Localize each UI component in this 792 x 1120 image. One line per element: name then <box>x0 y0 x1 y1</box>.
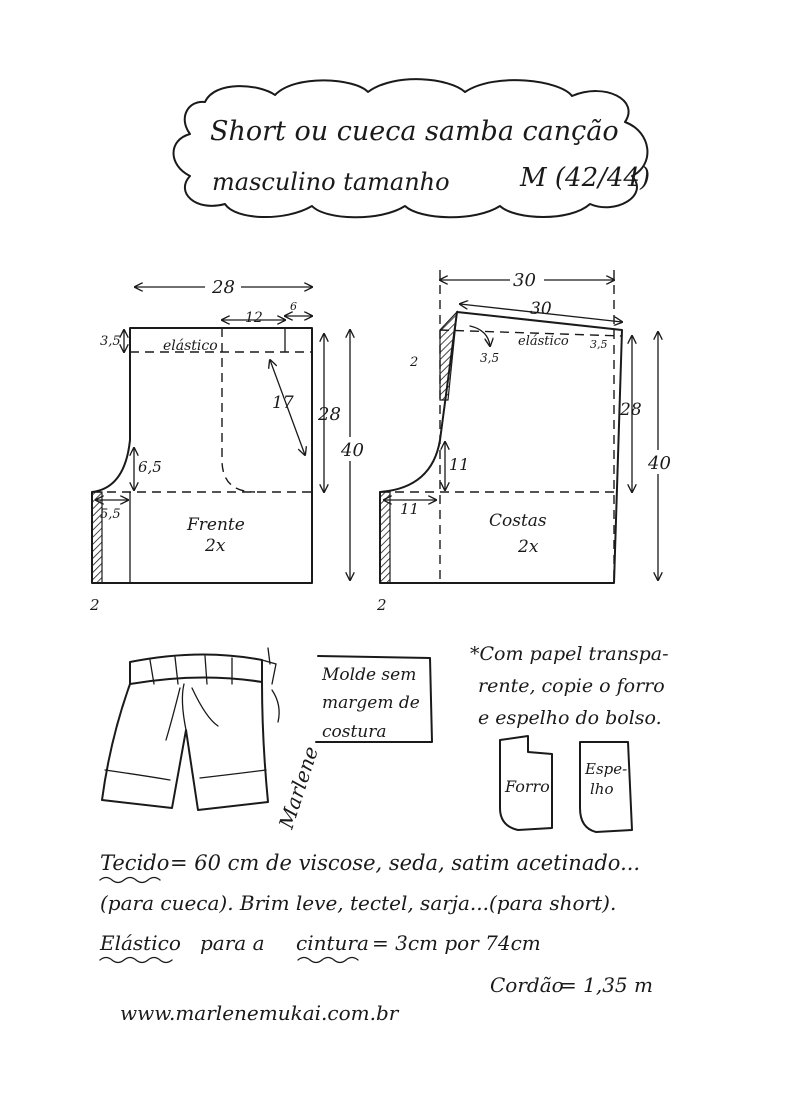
elastic-label: Elástico <box>99 931 181 955</box>
front-diagonal-label: 17 <box>272 393 294 413</box>
cord-text: = 1,35 m <box>560 973 653 997</box>
fabric-text-line2: (para cueca). Brim leve, tectel, sarja..… <box>100 891 616 915</box>
front-band-label: 3,5 <box>100 334 121 349</box>
espelho-label-line2: lho <box>590 780 614 798</box>
front-elastic-label: elástico <box>163 338 218 354</box>
front-side-height: 28 <box>317 404 341 425</box>
forro-piece <box>499 735 553 831</box>
signature: Marlene <box>274 743 323 832</box>
back-bottom-ext: 2 <box>376 596 387 614</box>
front-piece <box>91 327 313 584</box>
back-total-height: 40 <box>647 453 671 474</box>
transparent-note-line1: *Com papel transpa- <box>470 643 669 665</box>
front-crotch-width: 5,5 <box>100 507 121 522</box>
elastic-mid: para a <box>200 931 265 955</box>
margin-note-line1: Molde sem <box>321 665 416 685</box>
back-left-ext: 2 <box>409 355 418 370</box>
transparent-note-line3: e espelho do bolso. <box>478 707 662 729</box>
back-band-label: 3,5 <box>590 338 608 351</box>
back-piece <box>379 270 623 584</box>
front-pocket-width: 12 <box>245 310 263 326</box>
back-slant-label: 30 <box>530 299 552 319</box>
back-crotch-height: 11 <box>449 455 469 474</box>
title-cloud <box>172 78 649 219</box>
forro-label: Forro <box>504 777 550 796</box>
back-dart-label: 3,5 <box>480 351 499 365</box>
espelho-label-line1: Espe- <box>584 760 627 778</box>
front-bottom-ext: 2 <box>89 596 100 614</box>
front-piece-qty: 2x <box>204 536 226 556</box>
back-slant-arrow <box>460 304 622 322</box>
front-total-height: 40 <box>340 440 364 461</box>
signature-stroke <box>267 647 280 723</box>
fabric-underline <box>99 876 161 884</box>
title-line1: Short ou cueca samba canção <box>210 116 619 147</box>
fabric-label: Tecido <box>100 851 169 875</box>
margin-note-line3: costura <box>322 722 387 742</box>
transparent-note-line2: rente, copie o forro <box>478 675 665 697</box>
front-crotch-height: 6,5 <box>138 458 162 476</box>
back-crotch-width: 11 <box>400 500 419 518</box>
back-piece-name: Costas <box>489 511 547 531</box>
title-size: M (42/44) <box>519 163 650 193</box>
margin-note-box <box>315 655 433 743</box>
front-width-label: 28 <box>211 277 235 298</box>
website: www.marlenemukai.com.br <box>120 1001 400 1025</box>
elastic-text: = 3cm por 74cm <box>372 931 541 955</box>
title-line2: masculino tamanho <box>212 168 450 196</box>
front-piece-name: Frente <box>186 515 245 535</box>
margin-note-line2: margem de <box>322 693 420 713</box>
back-piece-qty: 2x <box>517 537 539 557</box>
waist-underline <box>297 956 359 964</box>
fabric-text: = 60 cm de viscose, seda, satim acetinad… <box>170 851 640 875</box>
shorts-illustration <box>101 653 277 811</box>
back-elastic-label: elástico <box>518 334 569 349</box>
espelho-piece <box>579 741 633 833</box>
waist-label: cintura <box>296 931 369 955</box>
front-pocket-offset: 6 <box>290 300 297 313</box>
elastic-underline <box>99 956 173 964</box>
back-side-height: 28 <box>619 400 642 420</box>
back-width-label: 30 <box>513 270 536 291</box>
cord-label: Cordão <box>490 973 564 997</box>
